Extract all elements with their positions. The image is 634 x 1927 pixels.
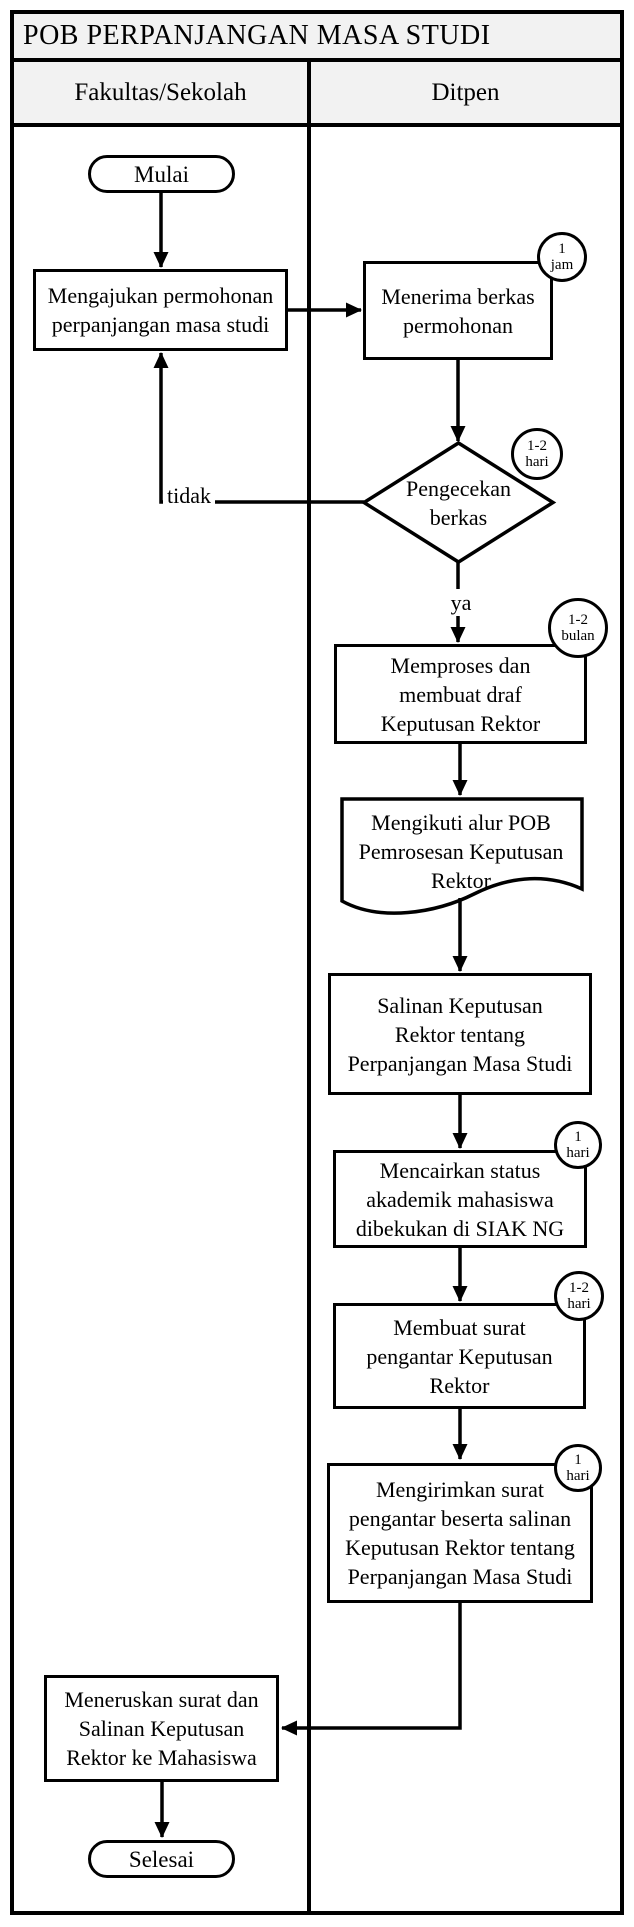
duration-badge-1-2-hari-membuat: 1-2 hari: [554, 1271, 604, 1321]
duration-value: 1-2: [568, 612, 588, 628]
document-mengikuti-alur-label: Mengikuti alur POB Pemrosesan Keputusan …: [358, 810, 564, 893]
arrow-pengecekan-tidak-return: [153, 352, 364, 504]
process-meneruskan-surat: Meneruskan surat dan Salinan Keputusan R…: [44, 1675, 279, 1782]
duration-unit: hari: [566, 1468, 590, 1484]
duration-value: 1: [574, 1452, 582, 1468]
edge-label-tidak: tidak: [163, 482, 215, 509]
swimlane-divider: [307, 58, 311, 1911]
duration-badge-1-hari-mengirimkan: 1 hari: [554, 1444, 602, 1492]
process-mencairkan-status: Mencairkan status akademik mahasiswa dib…: [333, 1150, 587, 1248]
process-mengajukan-permohonan: Mengajukan permohonan perpanjangan masa …: [33, 269, 288, 351]
duration-unit: jam: [550, 257, 574, 273]
duration-badge-1-jam: 1 jam: [537, 232, 587, 282]
process-mengirimkan-surat: Mengirimkan surat pengantar beserta sali…: [327, 1463, 593, 1603]
end-terminator: Selesai: [88, 1840, 235, 1878]
process-membuat-surat: Membuat surat pengantar Keputusan Rektor: [333, 1303, 586, 1409]
duration-badge-1-2-bulan: 1-2 bulan: [548, 598, 608, 658]
duration-value: 1-2: [569, 1280, 589, 1296]
flowchart-title: POB PERPANJANGAN MASA STUDI: [23, 20, 491, 51]
lane-header-fakultas-sekolah: Fakultas/Sekolah: [74, 78, 247, 106]
lane-header-ditpen: Ditpen: [431, 78, 500, 106]
title-bar-background: [14, 14, 620, 58]
duration-badge-1-2-hari-pengecekan: 1-2 hari: [511, 428, 563, 480]
edge-label-ya: ya: [440, 589, 482, 616]
start-terminator: Mulai: [88, 155, 235, 193]
duration-badge-1-hari-mencairkan: 1 hari: [554, 1121, 602, 1169]
duration-unit: bulan: [561, 628, 595, 644]
lane-header-separator-line: [10, 123, 624, 127]
duration-unit: hari: [566, 1145, 590, 1161]
title-separator-line: [10, 58, 624, 62]
process-memproses-draf: Memproses dan membuat draf Keputusan Rek…: [334, 644, 587, 744]
process-menerima-berkas: Menerima berkas permohonan: [363, 261, 553, 360]
lane-header-background: [14, 62, 620, 123]
decision-pengecekan-berkas-label: Pengecekan berkas: [405, 476, 512, 530]
duration-value: 1-2: [527, 438, 547, 454]
duration-unit: hari: [525, 454, 549, 470]
process-salinan-keputusan: Salinan Keputusan Rektor tentang Perpanj…: [328, 973, 592, 1095]
duration-value: 1: [574, 1129, 582, 1145]
duration-unit: hari: [567, 1296, 591, 1312]
duration-value: 1: [558, 241, 566, 257]
